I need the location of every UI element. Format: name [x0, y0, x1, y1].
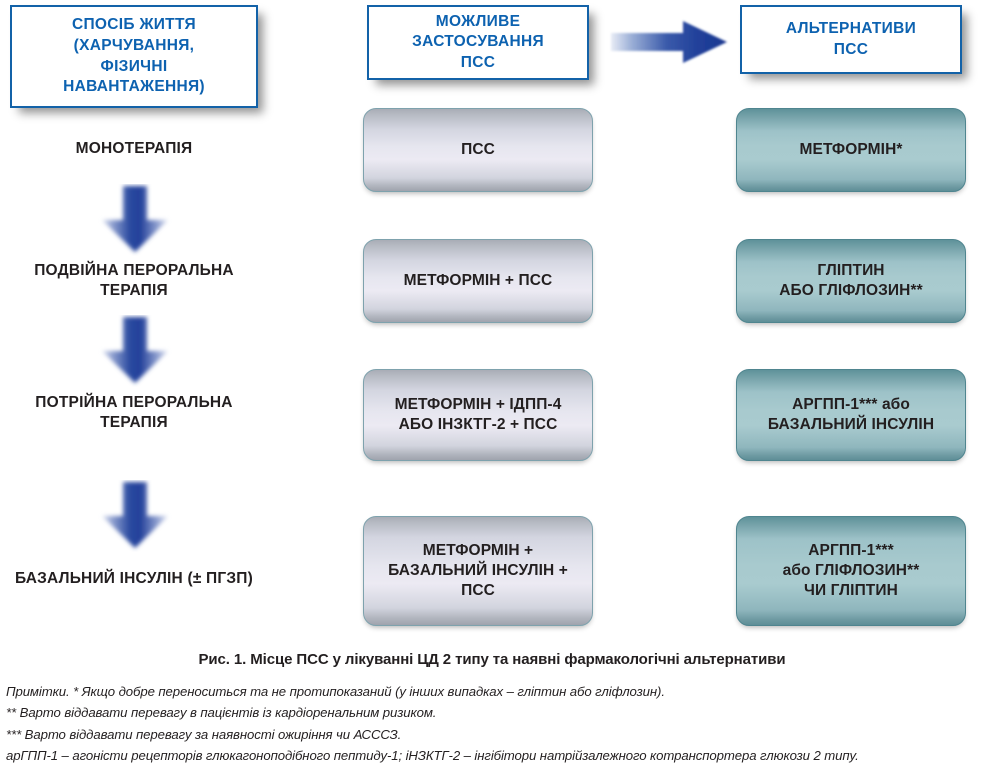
box-line: МЕТФОРМІН + ІДПП-4 [394, 396, 562, 414]
note-line: Примітки. * Якщо добре переноситься та н… [6, 684, 665, 699]
down-arrow-icon-1 [92, 184, 178, 256]
box-line: БАЗАЛЬНИЙ ІНСУЛІН + [388, 562, 568, 580]
note-line: *** Варто віддавати перевагу за наявност… [6, 726, 402, 742]
header-line: (ХАРЧУВАННЯ, [73, 36, 195, 54]
stage-line: МОНОТЕРАПІЯ [75, 139, 193, 157]
header-line: ПСС [833, 40, 869, 58]
box-line: ЧИ ГЛІПТИН [804, 581, 898, 599]
possible-use-box-row-1: ПСС [363, 108, 593, 192]
stage-label-triple-oral: ПОТРІЙНА ПЕРОРАЛЬНА ТЕРАПІЯ [0, 390, 268, 436]
header-line: НАВАНТАЖЕННЯ) [63, 78, 205, 96]
horizontal-arrow-icon [605, 18, 733, 66]
box-line: ПСС [461, 141, 495, 159]
stage-label-monotherapy: МОНОТЕРАПІЯ [0, 137, 268, 161]
figure-caption-wrap: Рис. 1. Місце ПСС у лікуванні ЦД 2 типу … [0, 651, 984, 673]
box-line: БАЗАЛЬНИЙ ІНСУЛІН [767, 416, 935, 433]
box-line: ГЛІПТИН [817, 262, 885, 280]
possible-use-box-row-4: МЕТФОРМІН + БАЗАЛЬНИЙ ІНСУЛІН + ПСС [363, 516, 593, 626]
possible-use-box-row-2: МЕТФОРМІН + ПСС [363, 239, 593, 323]
down-arrow-icon-3 [92, 480, 178, 552]
alternatives-box-row-1: МЕТФОРМІН* [736, 108, 966, 192]
stage-line: (± ПГЗП) [187, 569, 253, 587]
figure-notes: Примітки. * Якщо добре переноситься та н… [6, 681, 984, 767]
box-line: або ГЛІФЛОЗИН** [782, 562, 920, 580]
box-line: АРГПП-1*** [808, 542, 894, 560]
stage-label-basal-insulin: БАЗАЛЬНИЙ ІНСУЛІН (± ПГЗП) [0, 556, 268, 602]
box-line: МЕТФОРМІН + ПСС [403, 272, 553, 290]
figure-caption: Рис. 1. Місце ПСС у лікуванні ЦД 2 типу … [198, 651, 786, 668]
header-line: СПОСІБ ЖИТТЯ [72, 16, 196, 34]
box-line: АБО ІНЗКТГ-2 + ПСС [398, 416, 558, 433]
stage-line: ПЕРОРАЛЬНА ТЕРАПІЯ [100, 261, 234, 299]
stage-line: БАЗАЛЬНИЙ ІНСУЛІН [15, 569, 183, 587]
stage-line: ПОДВІЙНА [34, 261, 119, 279]
box-line: ПСС [461, 581, 495, 599]
stage-label-dual-oral: ПОДВІЙНА ПЕРОРАЛЬНА ТЕРАПІЯ [0, 258, 268, 304]
alternatives-box-row-2: ГЛІПТИН АБО ГЛІФЛОЗИН** [736, 239, 966, 323]
alternatives-box-row-4: АРГПП-1*** або ГЛІФЛОЗИН** ЧИ ГЛІПТИН [736, 516, 966, 626]
header-box-possible-use: МОЖЛИВЕ ЗАСТОСУВАННЯ ПСС [367, 5, 589, 80]
box-line: МЕТФОРМІН + [422, 542, 534, 560]
down-arrow-icon-2 [92, 315, 178, 387]
note-line: арГПП-1 – агоністи рецепторів глюкагоноп… [6, 748, 859, 764]
stage-line: ПЕРОРАЛЬНА ТЕРАПІЯ [100, 393, 233, 431]
header-box-alternatives: АЛЬТЕРНАТИВИ ПСС [740, 5, 962, 74]
header-line: ПСС [460, 53, 496, 71]
header-box-lifestyle: СПОСІБ ЖИТТЯ (ХАРЧУВАННЯ, ФІЗИЧНІ НАВАНТ… [10, 5, 258, 108]
possible-use-box-row-3: МЕТФОРМІН + ІДПП-4 АБО ІНЗКТГ-2 + ПСС [363, 369, 593, 461]
box-line: АРГПП-1*** або [792, 396, 910, 414]
header-line: МОЖЛИВЕ [435, 12, 521, 30]
box-line: АБО ГЛІФЛОЗИН** [779, 282, 923, 299]
note-line: ** Варто віддавати перевагу в пацієнтів … [6, 705, 437, 721]
header-line: ЗАСТОСУВАННЯ [412, 33, 544, 51]
alternatives-box-row-3: АРГПП-1*** або БАЗАЛЬНИЙ ІНСУЛІН [736, 369, 966, 461]
header-line: АЛЬТЕРНАТИВИ [785, 19, 917, 37]
stage-line: ПОТРІЙНА [35, 393, 118, 411]
header-line: ФІЗИЧНІ [100, 57, 168, 75]
box-line: МЕТФОРМІН* [799, 141, 903, 159]
